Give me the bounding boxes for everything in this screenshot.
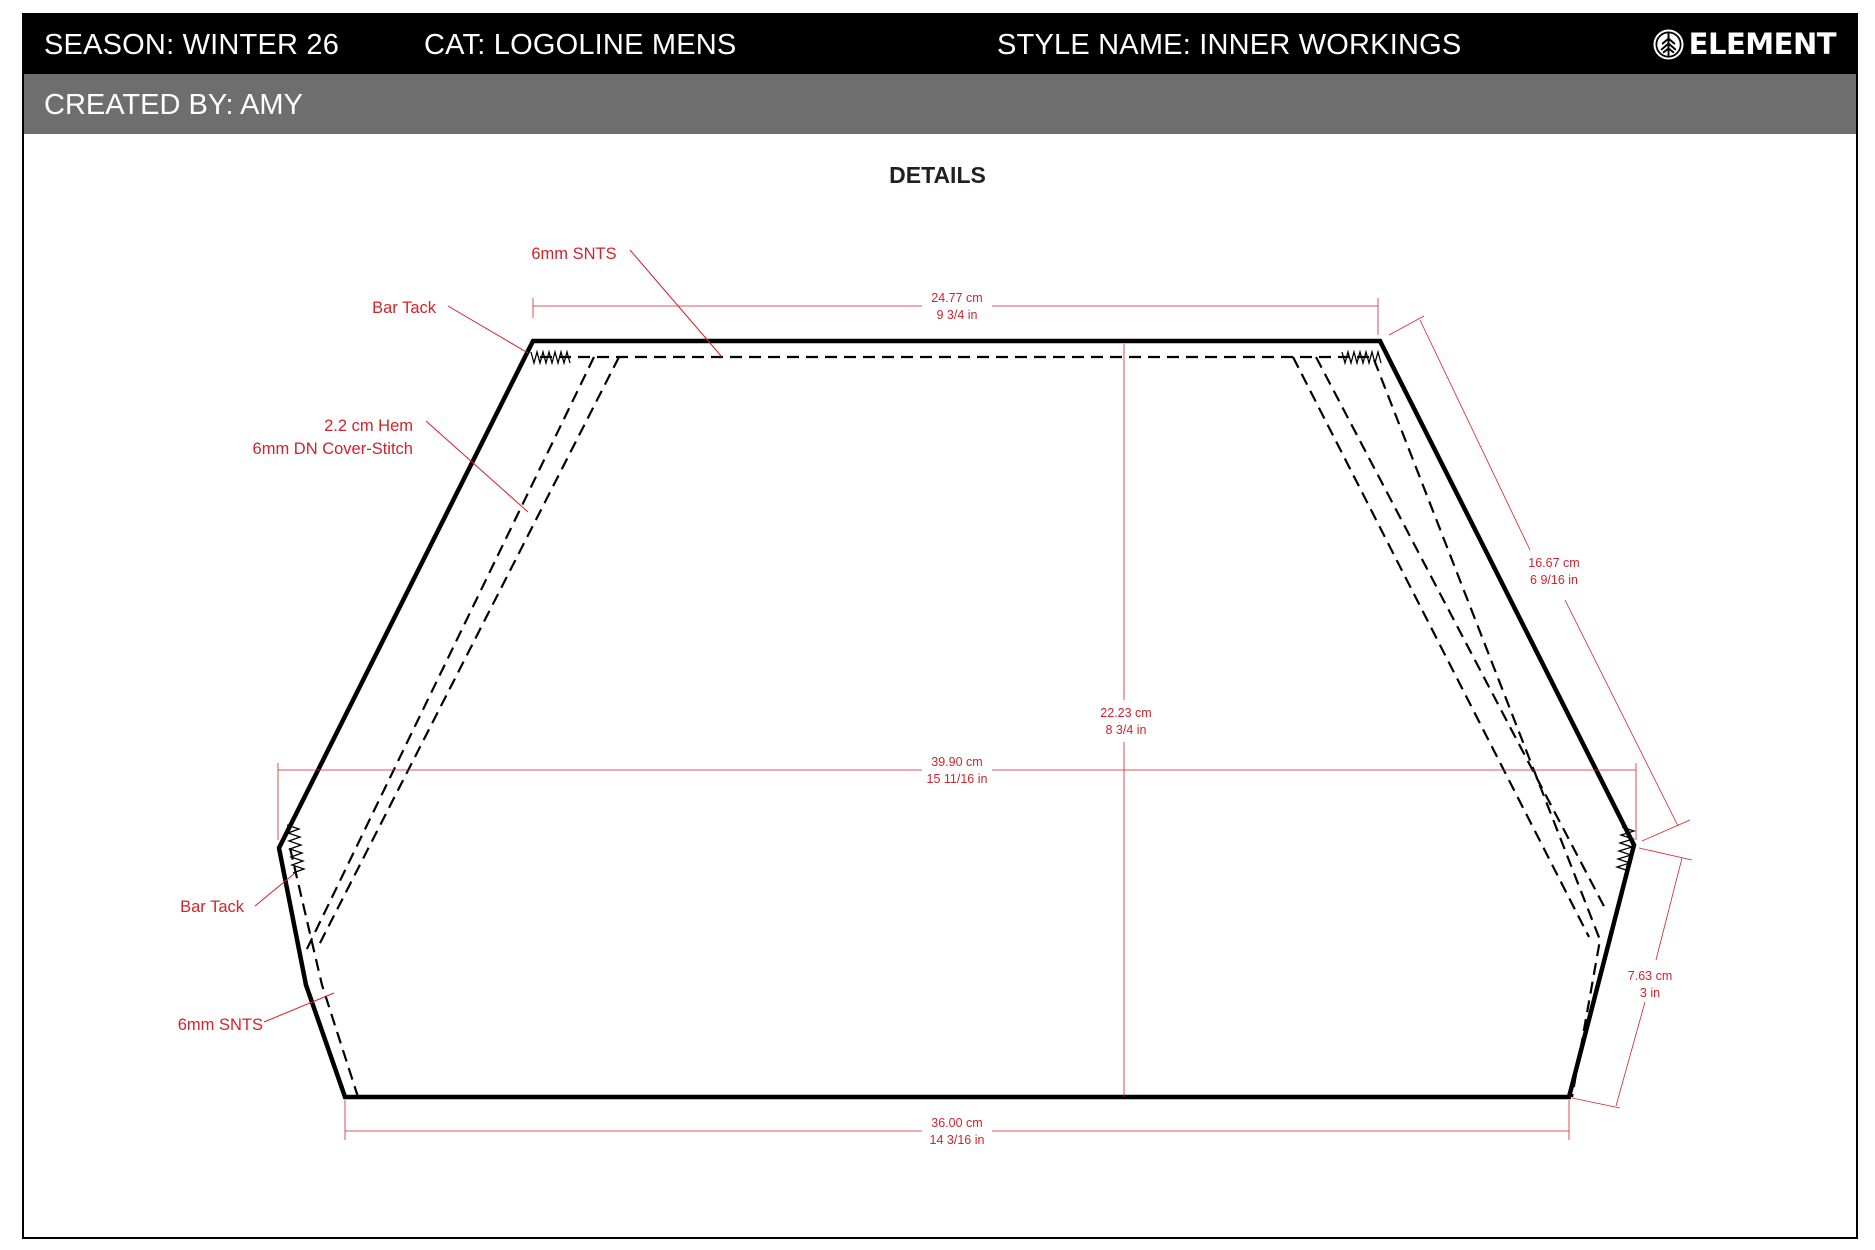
dim-top-width-cm: 24.77 cm bbox=[931, 291, 982, 305]
bar-tacks bbox=[286, 349, 1637, 874]
bar-tack-bottom-left bbox=[286, 824, 306, 874]
callout-leaders bbox=[254, 249, 723, 1023]
style-name-label: STYLE NAME: INNER WORKINGS bbox=[997, 29, 1462, 61]
dim-lower-side-cm: 7.63 cm bbox=[1628, 969, 1672, 983]
dim-mid-width-cm: 39.90 cm bbox=[931, 755, 982, 769]
dim-height-in: 8 3/4 in bbox=[1105, 723, 1146, 737]
brand-name: ELEMENT bbox=[1688, 27, 1837, 61]
header-bar: SEASON: WINTER 26 CAT: LOGOLINE MENS STY… bbox=[24, 15, 1856, 74]
callout-hem-line1: 2.2 cm Hem bbox=[324, 417, 413, 435]
callout-top-bar-tack: Bar Tack bbox=[372, 299, 437, 317]
garment-outline bbox=[276, 338, 1637, 1100]
season-label: SEASON: WINTER 26 bbox=[44, 29, 340, 61]
category-label: CAT: LOGOLINE MENS bbox=[424, 29, 737, 61]
bar-tack-bottom-right bbox=[1614, 826, 1637, 872]
hem-cover-stitch-lines bbox=[303, 356, 1608, 956]
dim-top-width-in: 9 3/4 in bbox=[936, 308, 977, 322]
spec-sheet: SEASON: WINTER 26 CAT: LOGOLINE MENS STY… bbox=[22, 13, 1858, 1239]
callout-bottom-snts: 6mm SNTS bbox=[178, 1016, 263, 1034]
dimension-lines bbox=[277, 298, 1693, 1140]
dim-bottom-width-cm: 36.00 cm bbox=[931, 1116, 982, 1130]
dim-mid-width-in: 15 11/16 in bbox=[927, 772, 988, 786]
created-by-label: CREATED BY: AMY bbox=[44, 89, 303, 121]
dim-height-cm: 22.23 cm bbox=[1100, 706, 1151, 720]
element-tree-logo-icon bbox=[1653, 28, 1684, 60]
callout-top-snts: 6mm SNTS bbox=[531, 245, 616, 263]
brand-logo: ELEMENT bbox=[1652, 25, 1837, 63]
created-by-bar: CREATED BY: AMY bbox=[24, 74, 1856, 134]
snts-stitch-lines bbox=[288, 355, 1602, 1098]
callout-hem-line2: 6mm DN Cover-Stitch bbox=[253, 440, 413, 458]
dim-upper-side-in: 6 9/16 in bbox=[1530, 573, 1578, 587]
bar-tack-top-left bbox=[530, 349, 571, 366]
details-title: DETAILS bbox=[889, 162, 986, 188]
callout-bottom-bar-tack: Bar Tack bbox=[180, 898, 245, 916]
bar-tack-top-right bbox=[1341, 349, 1382, 366]
dim-upper-side-cm: 16.67 cm bbox=[1528, 556, 1579, 570]
dim-lower-side-in: 3 in bbox=[1640, 986, 1660, 1000]
dim-bottom-width-in: 14 3/16 in bbox=[930, 1133, 985, 1147]
